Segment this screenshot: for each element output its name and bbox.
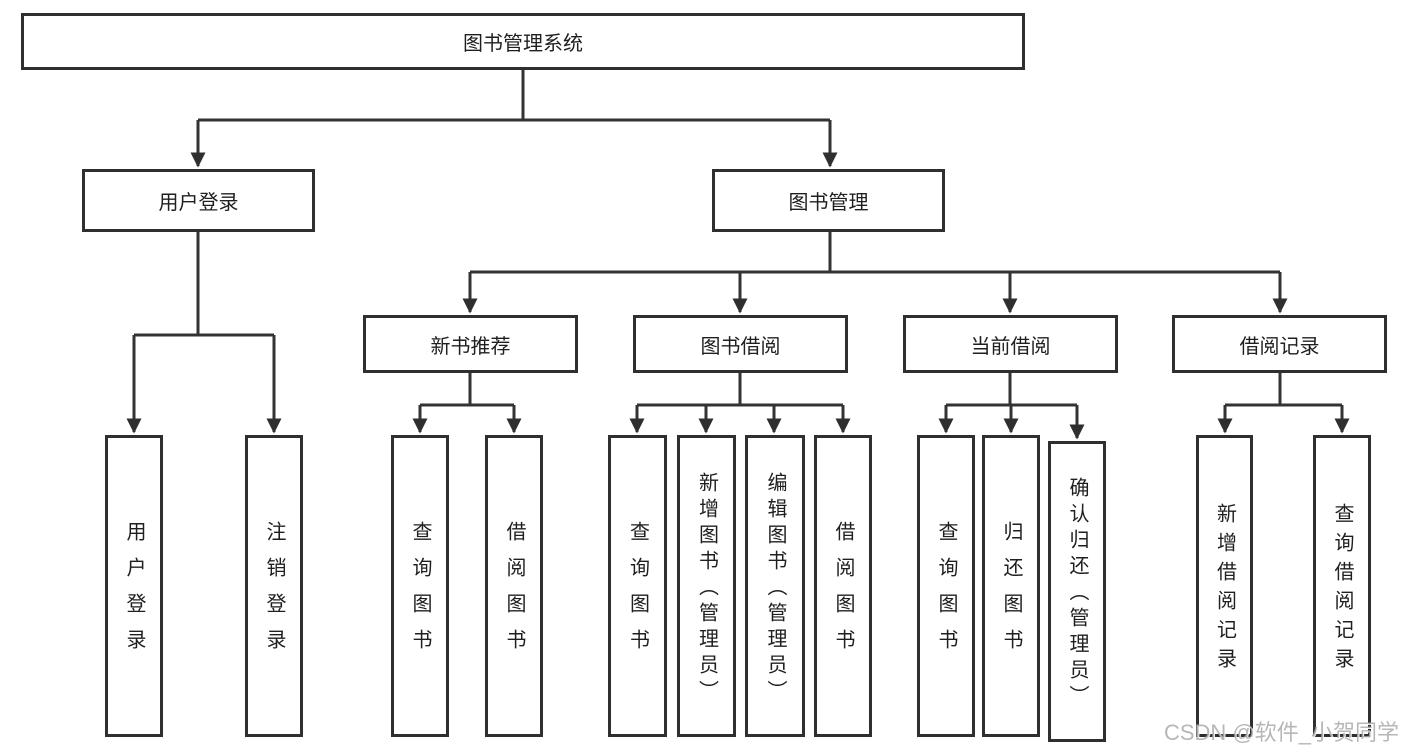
- leaf-query-books-borrow: 查询图书: [608, 435, 667, 737]
- node-label: 新书推荐: [430, 335, 511, 358]
- connectors-book-management-branch: [462, 232, 1288, 314]
- node-borrow-records: 借阅记录: [1172, 315, 1387, 373]
- node-label: 借阅图书: [503, 521, 525, 665]
- node-label: 图书借阅: [700, 335, 781, 358]
- leaf-borrow-books: 借阅图书: [814, 435, 872, 737]
- node-label: 归还图书: [1000, 521, 1022, 665]
- node-label: 查询图书: [409, 521, 431, 665]
- leaf-query-books-current: 查询图书: [917, 435, 975, 737]
- node-label: 借阅记录: [1239, 335, 1320, 358]
- leaf-add-book-admin: 新增图书（管理员）: [677, 435, 736, 737]
- connectors-new-book-branch: [412, 373, 522, 434]
- node-new-book-recommend: 新书推荐: [363, 315, 578, 373]
- leaf-query-borrow-record: 查询借阅记录: [1313, 435, 1371, 737]
- node-label: 查询图书: [935, 521, 957, 665]
- node-current-borrow: 当前借阅: [903, 315, 1118, 373]
- node-label: 查询借阅记录: [1331, 503, 1353, 677]
- node-label: 图书管理: [788, 192, 869, 214]
- node-label: 用户登录: [158, 192, 239, 214]
- connectors-book-borrow-branch: [629, 373, 851, 434]
- node-label: 借阅图书: [832, 521, 854, 665]
- node-label: 编辑图书（管理员）: [764, 471, 786, 706]
- connectors-current-borrow-branch: [938, 373, 1085, 440]
- leaf-add-borrow-record: 新增借阅记录: [1196, 435, 1253, 737]
- node-label: 确认归还（管理员）: [1066, 477, 1088, 711]
- leaf-borrow-books-recommend: 借阅图书: [485, 435, 543, 737]
- node-label: 注销登录: [263, 521, 285, 665]
- node-label: 当前借阅: [970, 335, 1051, 358]
- node-book-management: 图书管理: [712, 169, 945, 232]
- leaf-edit-book-admin: 编辑图书（管理员）: [745, 435, 805, 737]
- node-book-borrow: 图书借阅: [633, 315, 848, 373]
- node-label: 新增图书（管理员）: [695, 471, 718, 706]
- node-label: 新增借阅记录: [1213, 503, 1236, 677]
- csdn-watermark: CSDN @软件_小贺同学: [1163, 720, 1399, 745]
- node-label: 图书管理系统: [463, 33, 583, 55]
- node-label: 查询图书: [626, 521, 649, 665]
- connectors-borrow-records-branch: [1217, 373, 1350, 434]
- connectors-root-to-level2: [190, 70, 838, 168]
- leaf-user-login: 用户登录: [105, 435, 163, 737]
- node-label: 用户登录: [123, 521, 145, 665]
- node-root-library-system: 图书管理系统: [21, 13, 1025, 70]
- leaf-query-books-recommend: 查询图书: [391, 435, 449, 737]
- node-user-login: 用户登录: [82, 169, 315, 232]
- leaf-logout: 注销登录: [245, 435, 303, 737]
- connectors-user-login-branch: [126, 232, 282, 434]
- leaf-return-books: 归还图书: [982, 435, 1040, 737]
- leaf-confirm-return-admin: 确认归还（管理员）: [1048, 441, 1106, 742]
